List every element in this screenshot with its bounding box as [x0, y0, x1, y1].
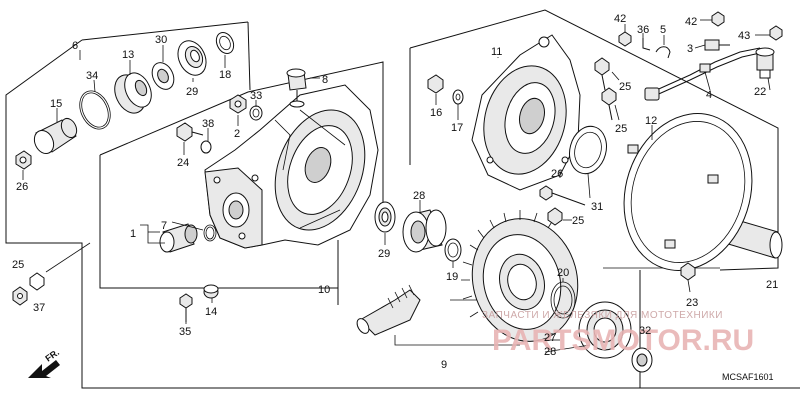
part-8-cap	[286, 68, 307, 108]
callout-19: 19	[446, 271, 458, 283]
callout-30: 28	[413, 190, 425, 202]
part-24-bolt	[176, 122, 204, 142]
callout-17: 17	[451, 122, 463, 134]
part-43-sensor	[755, 47, 775, 79]
callout-25-mid: 25	[615, 123, 627, 135]
part-15-sleeve	[33, 117, 78, 155]
part-17-washer	[452, 89, 464, 105]
callout-34: 31	[591, 201, 603, 213]
part-12-cover	[623, 113, 753, 271]
part-2-bolt	[229, 94, 247, 114]
callout-25-bottom: 25	[572, 215, 584, 227]
callout-9: 9	[441, 359, 447, 371]
part-37-o-ring	[79, 90, 111, 130]
callout-29-lower: 28	[544, 346, 556, 358]
callout-25-top: 25	[619, 81, 631, 93]
callout-39: 36	[637, 24, 649, 36]
watermark: PARTSMOTOR.RU ЗАПЧАСТИ И ЖЕЛЕЗЯКИ ДЛЯ МО…	[482, 310, 754, 357]
callout-22: 22	[754, 86, 766, 98]
part-19-seal	[444, 238, 462, 262]
callout-10: 10	[318, 284, 330, 296]
callout-24: 24	[177, 157, 189, 169]
callout-numbers: 6 34 15 13 30 29 18 26 8 33 38 2 24 7 1 …	[12, 13, 778, 371]
callout-16: 16	[430, 107, 442, 119]
part-10-gear-case	[204, 84, 379, 249]
part-25-bolts	[547, 57, 617, 226]
part-18-seal	[215, 31, 235, 55]
part-1-bearing	[159, 223, 198, 253]
callout-14: 14	[205, 306, 217, 318]
callout-5: 5	[660, 24, 666, 36]
part-11-gear-cover	[471, 34, 581, 191]
callout-21: 21	[766, 279, 778, 291]
callout-31: 29	[186, 86, 198, 98]
part-38-bolt	[179, 293, 193, 322]
callout-1: 1	[130, 228, 136, 240]
part-26-bolt	[539, 185, 586, 206]
part-9-pinion-gear	[356, 284, 421, 336]
part-5-clamp	[655, 46, 671, 59]
callout-23: 23	[686, 297, 698, 309]
part-16-bolt	[427, 74, 444, 94]
callout-36: 33	[250, 90, 262, 102]
part-27-40-fasteners	[12, 272, 45, 306]
part-39-clip	[642, 38, 651, 51]
callout-8: 8	[322, 74, 328, 86]
watermark-text: ЗАПЧАСТИ И ЖЕЛЕЗЯКИ ДЛЯ МОТОТЕХНИКИ	[482, 310, 723, 321]
direction-label: FR.	[43, 347, 61, 364]
part-41-washer	[200, 140, 212, 154]
callout-27: 25	[12, 259, 24, 271]
callout-3: 3	[687, 43, 693, 55]
part-23-bolt	[680, 262, 696, 281]
callout-12: 12	[645, 115, 657, 127]
callout-2: 2	[234, 128, 240, 140]
part-30-bearing	[402, 209, 447, 253]
callout-20: 20	[557, 267, 569, 279]
callout-32: 29	[378, 248, 390, 260]
callout-37: 34	[86, 70, 98, 82]
front-direction-arrow: FR.	[28, 347, 61, 378]
part-36-washer	[249, 105, 263, 121]
assembly-frame-lines	[5, 9, 800, 389]
part-28-nut	[15, 150, 32, 170]
callout-28: 26	[16, 181, 28, 193]
part-29-bearing	[578, 301, 632, 359]
part-35-seal	[631, 347, 653, 373]
callout-42-right: 42	[685, 16, 697, 28]
ring-gear	[461, 210, 579, 342]
part-34-seal	[569, 125, 607, 175]
callout-18: 18	[219, 69, 231, 81]
callout-13: 13	[122, 49, 134, 61]
callout-41: 38	[202, 118, 214, 130]
callout-40: 37	[33, 302, 45, 314]
callout-35: 32	[639, 325, 651, 337]
callout-15: 15	[50, 98, 62, 110]
callout-4: 4	[706, 89, 712, 101]
callout-7: 7	[161, 220, 167, 232]
callout-43: 43	[738, 30, 750, 42]
watermark-logo: PARTSMOTOR.RU	[492, 324, 754, 357]
callout-26: 26	[551, 168, 563, 180]
part-14-collar	[203, 284, 219, 299]
part-32-bearing	[374, 201, 396, 233]
part-4-sensor-harness	[644, 47, 761, 101]
leader-lines	[22, 19, 771, 353]
diagram-code: MCSAF1601	[722, 372, 774, 382]
part-33-collar	[151, 62, 175, 90]
part-7-o-ring	[203, 224, 217, 242]
part-31-bearing	[177, 40, 207, 76]
callout-42-left: 42	[614, 13, 626, 25]
callout-11: 11	[491, 46, 502, 58]
callout-33: 30	[155, 34, 167, 46]
callout-6: 6	[72, 40, 78, 52]
part-13-drive-flange	[114, 72, 152, 114]
callout-29-upper: 27	[544, 332, 556, 344]
callout-38: 35	[179, 326, 191, 338]
part-3-clamp	[704, 39, 730, 51]
